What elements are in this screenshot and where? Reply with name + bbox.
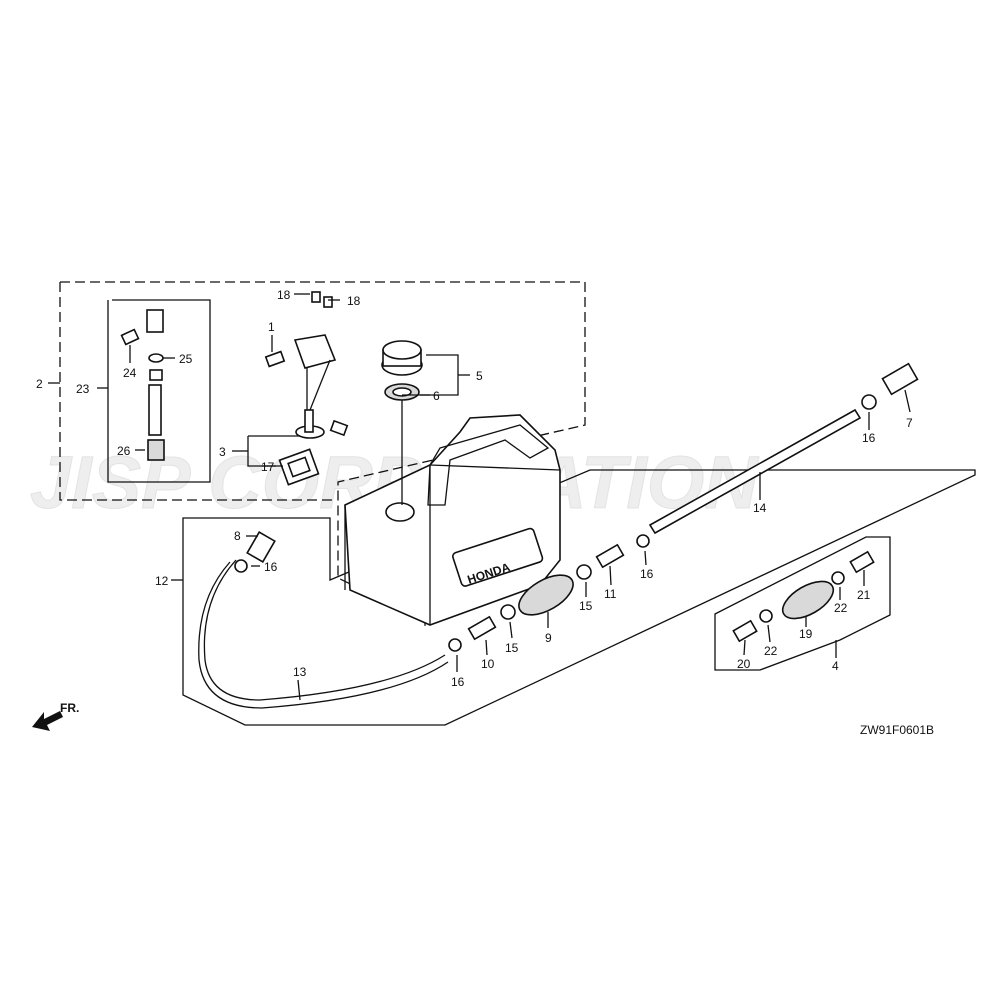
- callout-4: 4: [832, 659, 839, 673]
- fuel-hose-13: [203, 559, 446, 701]
- callout-11: 11: [604, 587, 617, 601]
- callout-8: 8: [234, 529, 241, 543]
- callout-22a: 22: [764, 644, 778, 658]
- callout-16c: 16: [640, 567, 654, 581]
- callout-23: 23: [76, 382, 90, 396]
- tank-cap: [381, 340, 423, 401]
- diagram-ref-code: ZW91F0601B: [860, 723, 934, 737]
- callout-16b: 16: [451, 675, 465, 689]
- clamp-15a: [500, 604, 516, 620]
- callout-2: 2: [36, 377, 43, 391]
- fuel-hose-14: [648, 408, 862, 535]
- callout-9: 9: [545, 631, 552, 645]
- connector-10: [467, 615, 497, 641]
- callout-24: 24: [123, 366, 137, 380]
- callout-17: 17: [261, 460, 275, 474]
- callout-13: 13: [293, 665, 307, 679]
- callout-1: 1: [268, 320, 275, 334]
- connector-8: [246, 531, 276, 563]
- callout-26: 26: [117, 444, 131, 458]
- callout-3: 3: [219, 445, 226, 459]
- callout-25: 25: [179, 352, 193, 366]
- callout-18b: 18: [347, 294, 361, 308]
- callout-7: 7: [906, 416, 913, 430]
- group-box-23: [107, 299, 211, 483]
- bulb-kit-parts: [732, 550, 875, 643]
- callout-21: 21: [857, 588, 871, 602]
- callout-20: 20: [737, 657, 751, 671]
- connector-7: [881, 362, 919, 396]
- leader-lines: [48, 293, 911, 701]
- callout-22b: 22: [834, 601, 848, 615]
- callout-16d: 16: [862, 431, 876, 445]
- fuel-tank: HONDA: [344, 414, 561, 626]
- callout-19: 19: [799, 627, 813, 641]
- callout-12: 12: [155, 574, 169, 588]
- clamp-16c: [636, 534, 650, 548]
- callout-labels: 1 2 3 4 5 6 7 8 9 10 11 12 13 14 15 15 1…: [36, 288, 913, 689]
- callout-5: 5: [476, 369, 483, 383]
- clamp-16a: [234, 559, 248, 573]
- callout-16a: 16: [264, 560, 278, 574]
- clamp-16b: [448, 638, 462, 652]
- fuel-gauge-unit: [264, 291, 349, 439]
- gasket-17: [278, 448, 320, 486]
- front-label: FR.: [60, 701, 79, 715]
- vent-parts: [120, 309, 165, 461]
- callout-15a: 15: [505, 641, 519, 655]
- group-box-bulb: [714, 536, 891, 671]
- clamp-16d: [861, 394, 877, 410]
- front-arrow-icon: FR.: [32, 701, 79, 731]
- callout-10: 10: [481, 657, 495, 671]
- callout-6: 6: [433, 389, 440, 403]
- connector-11: [595, 543, 625, 569]
- group-box-hose: [182, 469, 976, 726]
- callout-14: 14: [753, 501, 767, 515]
- callout-15b: 15: [579, 599, 593, 613]
- clamp-15b: [576, 564, 592, 580]
- primer-bulb-9: [518, 574, 574, 616]
- callout-18a: 18: [277, 288, 291, 302]
